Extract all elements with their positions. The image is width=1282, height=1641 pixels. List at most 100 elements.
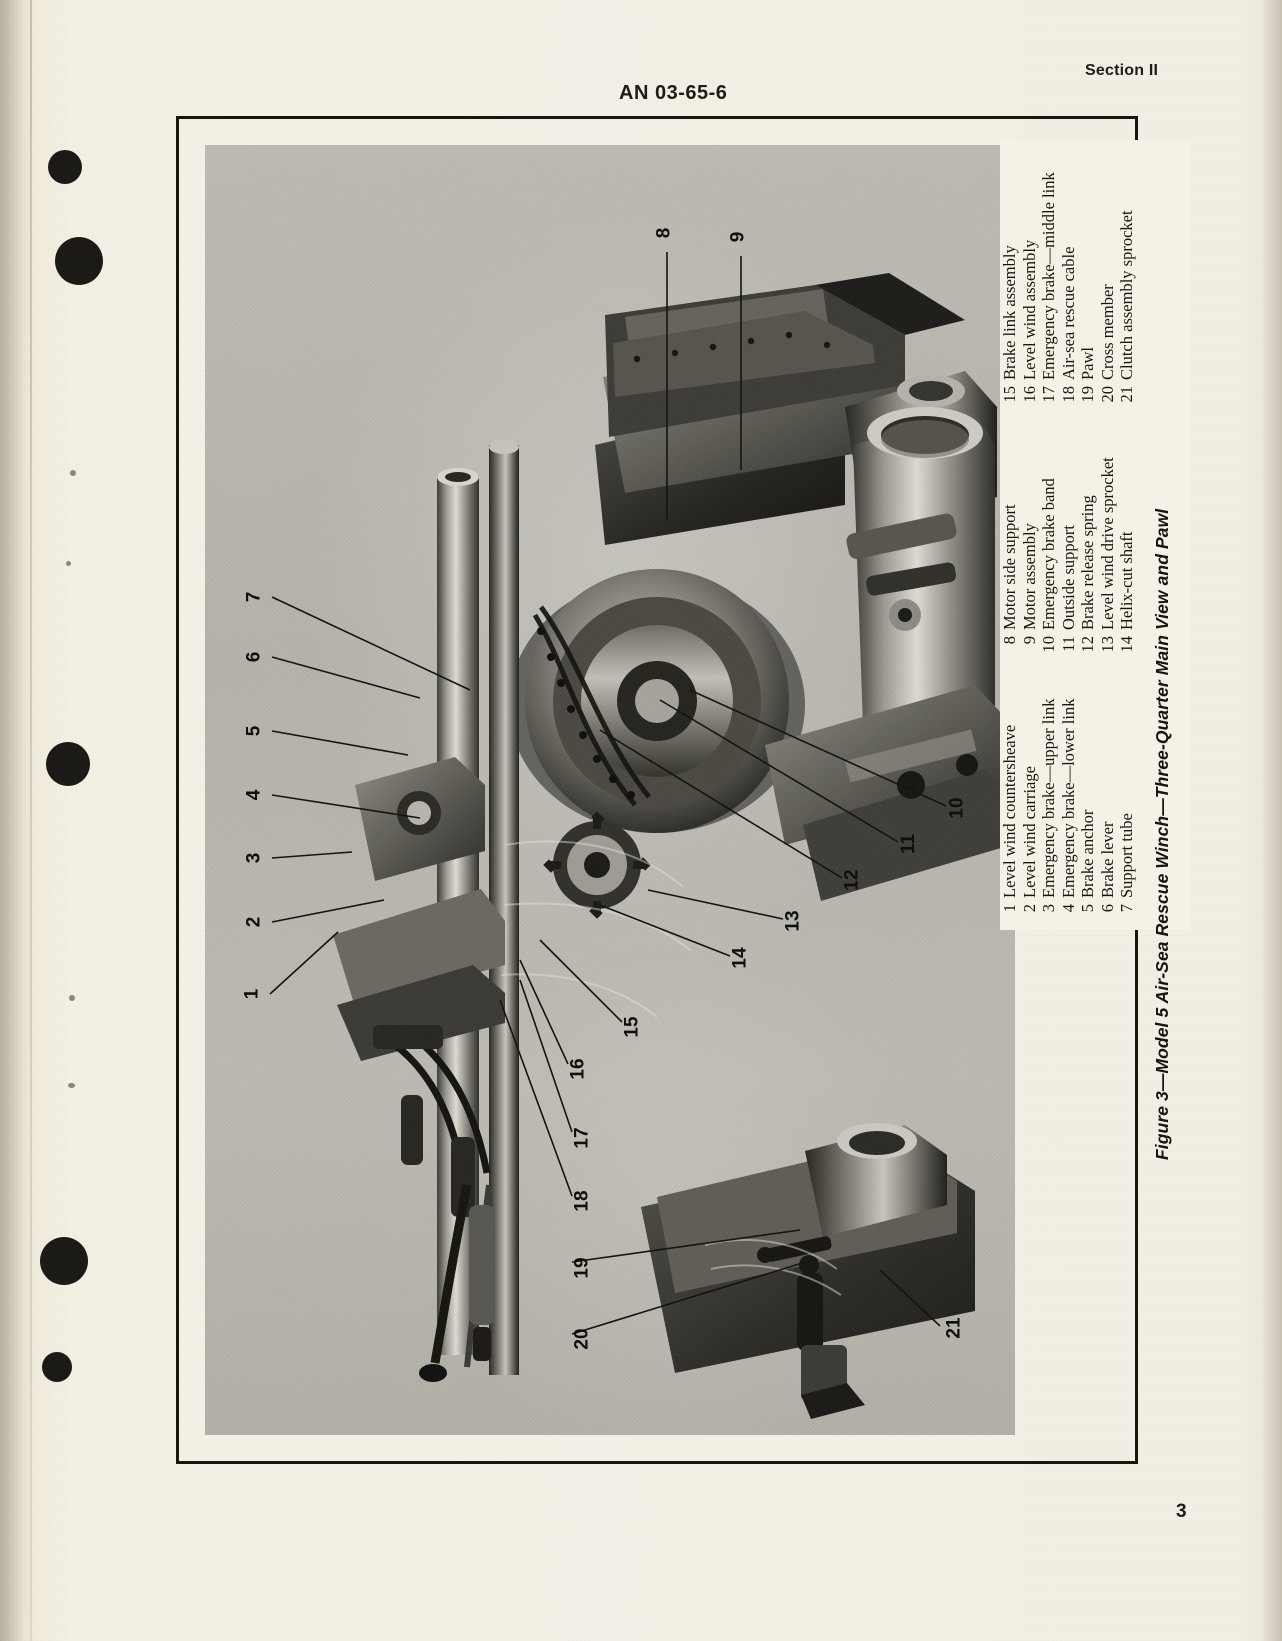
- legend-item: 16 Level wind assembly: [1020, 156, 1040, 406]
- scan-speck-1: [70, 470, 76, 476]
- legend-item: 4 Emergency brake—lower link: [1059, 656, 1079, 924]
- legend-item-number: 9: [1019, 636, 1039, 645]
- callout-21: 21: [943, 1317, 965, 1339]
- legend-item: 12 Brake release spring: [1078, 406, 1098, 656]
- page-header-section: Section II: [1085, 62, 1159, 79]
- figure-photo-plate: [205, 145, 1015, 1435]
- page-header-code: AN 03-65-6: [619, 82, 728, 104]
- callout-13: 13: [782, 910, 804, 932]
- figure-legend-panel: [1000, 140, 1190, 930]
- legend-item-label: Emergency brake—lower link: [1058, 698, 1078, 898]
- legend-item-label: Brake release spring: [1078, 495, 1097, 630]
- legend-item-label: Emergency brake—upper link: [1039, 698, 1058, 898]
- legend-item-number: 10: [1039, 636, 1058, 653]
- legend-item-label: Emergency brake—middle link: [1039, 172, 1058, 380]
- legend-item-number: 14: [1117, 636, 1136, 653]
- callout-18: 18: [571, 1190, 593, 1212]
- legend-item-label: Clutch assembly sprocket: [1117, 210, 1136, 380]
- right-edge-shadow: [1260, 0, 1282, 1641]
- callout-16: 16: [567, 1058, 589, 1080]
- legend-item-number: 1: [1000, 904, 1019, 913]
- punch-hole-5: [42, 1352, 72, 1382]
- legend-item-label: Level wind drive sprocket: [1097, 457, 1117, 630]
- punch-hole-3: [46, 742, 90, 786]
- plate-grain-texture: [205, 145, 1015, 1435]
- legend-item: 7 Support tube: [1117, 656, 1137, 924]
- legend-item: 18 Air-sea rescue cable: [1059, 156, 1079, 406]
- legend-item-label: Level wind assembly: [1019, 239, 1039, 380]
- legend-item-number: 15: [1000, 386, 1019, 403]
- legend-item-number: 12: [1078, 636, 1097, 653]
- binding-shadow: [0, 0, 34, 1641]
- legend-item: 11Outside support: [1059, 406, 1079, 656]
- legend-item: 14 Helix-cut shaft: [1117, 406, 1137, 656]
- legend-item: 15 Brake link assembly: [1000, 156, 1020, 406]
- callout-14: 14: [729, 947, 751, 969]
- legend-item-number: 21: [1117, 386, 1136, 403]
- legend-item-label: Brake anchor: [1078, 809, 1097, 898]
- callout-10: 10: [946, 797, 968, 819]
- legend-item: 19Pawl: [1078, 156, 1098, 406]
- legend-item-number: 8: [1000, 636, 1019, 645]
- legend-item: 10 Emergency brake band: [1039, 406, 1059, 656]
- callout-11: 11: [898, 833, 920, 855]
- legend-item-label: Emergency brake band: [1039, 478, 1058, 630]
- callout-4: 4: [243, 789, 265, 801]
- callout-6: 6: [243, 651, 265, 663]
- legend-item: 17Emergency brake—middle link: [1039, 156, 1059, 406]
- legend-item-label: Level wind countersheave: [1000, 724, 1019, 898]
- legend-item-number: 2: [1019, 904, 1039, 913]
- legend-item: 9 Motor assembly: [1020, 406, 1040, 656]
- punch-hole-2: [55, 237, 103, 285]
- callout-15: 15: [621, 1016, 643, 1038]
- callout-1: 1: [241, 988, 263, 1000]
- legend-item-label: Motor side support: [1000, 504, 1019, 630]
- legend-columns: 1 Level wind countersheave 2 Level wind ca…: [1000, 140, 1137, 924]
- callout-2: 2: [243, 916, 265, 928]
- legend-item: 13 Level wind drive sprocket: [1098, 406, 1118, 656]
- callout-8: 8: [653, 227, 675, 239]
- legend-item-label: Air-sea rescue cable: [1058, 246, 1078, 380]
- legend-item-label: Level wind carriage: [1019, 766, 1039, 898]
- callout-3: 3: [243, 852, 265, 864]
- callout-5: 5: [243, 725, 265, 737]
- callout-17: 17: [571, 1127, 593, 1149]
- legend-item-number: 6: [1097, 904, 1117, 913]
- legend-item-label: Pawl: [1078, 347, 1097, 380]
- figure-caption: Figure 3—Model 5 Air-Sea Rescue Winch—Th…: [1152, 508, 1172, 1160]
- legend-item-number: 18: [1058, 386, 1078, 403]
- callout-7: 7: [243, 591, 265, 603]
- binding-edge-line: [30, 0, 32, 1641]
- legend-item-label: Outside support: [1058, 525, 1078, 630]
- legend-item-number: 20: [1097, 386, 1117, 403]
- legend-item-label: Motor assembly: [1019, 523, 1039, 630]
- callout-20: 20: [571, 1328, 593, 1350]
- legend-item-number: 4: [1058, 904, 1078, 913]
- legend-item-label: Support tube: [1117, 813, 1136, 898]
- legend-column-3: 15 Brake link assembly 16 Level wind assem…: [1000, 156, 1137, 406]
- legend-item: 21 Clutch assembly sprocket: [1117, 156, 1137, 406]
- legend-item-number: 7: [1117, 904, 1136, 913]
- legend-item-label: Brake link assembly: [1000, 245, 1019, 380]
- scan-speck-3: [69, 995, 75, 1001]
- scan-speck-4: [68, 1083, 75, 1088]
- legend-column-2: 8 Motor side support 9 Motor assembly 10 Em…: [1000, 406, 1137, 656]
- legend-item-number: 16: [1019, 386, 1039, 403]
- legend-item: 5 Brake anchor: [1078, 656, 1098, 924]
- legend-item-label: Brake lever: [1097, 821, 1117, 899]
- legend-item: 8 Motor side support: [1000, 406, 1020, 656]
- legend-item-label: Helix-cut shaft: [1117, 531, 1136, 630]
- callout-9: 9: [727, 231, 749, 243]
- legend-item-number: 3: [1039, 904, 1058, 913]
- legend-column-1: 1 Level wind countersheave 2 Level wind ca…: [1000, 656, 1137, 924]
- page-number: 3: [1176, 1501, 1187, 1522]
- legend-item: 1 Level wind countersheave: [1000, 656, 1020, 924]
- legend-item-label: Cross member: [1097, 284, 1117, 380]
- punch-hole-1: [48, 150, 82, 184]
- scan-speck-2: [66, 561, 71, 566]
- punch-hole-4: [40, 1237, 88, 1285]
- legend-item: 3 Emergency brake—upper link: [1039, 656, 1059, 924]
- legend-item: 2 Level wind carriage: [1020, 656, 1040, 924]
- legend-item-number: 13: [1097, 636, 1117, 653]
- legend-item-number: 5: [1078, 904, 1097, 913]
